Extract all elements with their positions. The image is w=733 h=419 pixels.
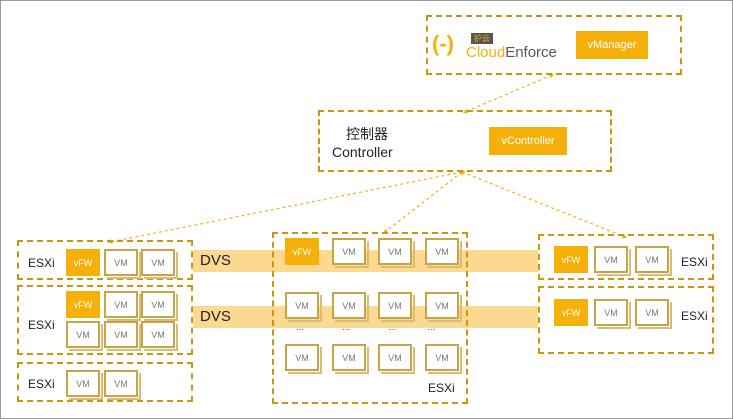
ellipsis: ... [296, 322, 305, 333]
vm-box[interactable]: VM [635, 299, 672, 329]
vfw-badge[interactable]: vFW [285, 238, 319, 265]
vfw-badge[interactable]: vFW [66, 249, 100, 276]
vm-box[interactable]: VM [425, 238, 462, 268]
esxi-label: ESXi [428, 381, 455, 395]
vm-box[interactable]: VM [141, 249, 178, 279]
esxi-label: ESXi [681, 255, 708, 269]
vm-box[interactable]: VM [378, 238, 415, 268]
controller-box [318, 110, 612, 172]
vm-box[interactable]: VM [66, 321, 103, 351]
vm-box[interactable]: VM [425, 292, 462, 322]
logo-word-cloud: Cloud [466, 44, 506, 61]
vm-box[interactable]: VM [104, 370, 141, 400]
esxi-host-right-1 [538, 234, 714, 280]
vfw-badge[interactable]: vFW [554, 299, 588, 326]
vfw-badge[interactable]: vFW [66, 291, 100, 318]
vm-box[interactable]: VM [285, 292, 322, 322]
esxi-host-left-2 [17, 285, 193, 355]
esxi-label: ESXi [28, 318, 55, 332]
vcontroller-button[interactable]: vController [489, 127, 567, 155]
cloudenforce-logo-icon: (-) [432, 31, 454, 56]
logo-chinese-text: 护云 [471, 33, 493, 44]
manager-box [426, 15, 682, 75]
vm-box[interactable]: VM [141, 291, 178, 321]
vmanager-button[interactable]: vManager [576, 31, 648, 59]
vm-box[interactable]: VM [332, 344, 369, 374]
dvs-label-bottom: DVS [200, 308, 231, 325]
esxi-host-center [272, 232, 468, 404]
vm-box[interactable]: VM [635, 246, 672, 276]
vm-box[interactable]: VM [332, 238, 369, 268]
esxi-label: ESXi [681, 309, 708, 323]
vm-box[interactable]: VM [66, 370, 103, 400]
vm-box[interactable]: VM [104, 291, 141, 321]
esxi-host-left-3 [17, 362, 193, 402]
vm-box[interactable]: VM [425, 344, 462, 374]
vm-box[interactable]: VM [104, 321, 141, 351]
esxi-label: ESXi [28, 256, 55, 270]
esxi-label: ESXi [28, 377, 55, 391]
vm-box[interactable]: VM [378, 292, 415, 322]
dvs-label-top: DVS [200, 252, 231, 269]
vm-box[interactable]: VM [594, 246, 631, 276]
vm-box[interactable]: VM [285, 344, 322, 374]
esxi-host-right-2 [538, 286, 714, 354]
logo-word-enforce: Enforce [505, 44, 557, 61]
vm-box[interactable]: VM [378, 344, 415, 374]
vfw-badge[interactable]: vFW [554, 246, 588, 273]
esxi-host-left-1 [17, 240, 193, 280]
ellipsis: ... [427, 322, 436, 333]
logo-wordmark: CloudEnforce [466, 44, 557, 61]
ellipsis: ... [388, 322, 397, 333]
ellipsis: ... [342, 322, 351, 333]
vm-box[interactable]: VM [141, 321, 178, 351]
vm-box[interactable]: VM [104, 249, 141, 279]
controller-title-en: Controller [332, 144, 393, 160]
vm-box[interactable]: VM [594, 299, 631, 329]
vm-box[interactable]: VM [332, 292, 369, 322]
controller-title-cn: 控制器 [346, 126, 388, 142]
